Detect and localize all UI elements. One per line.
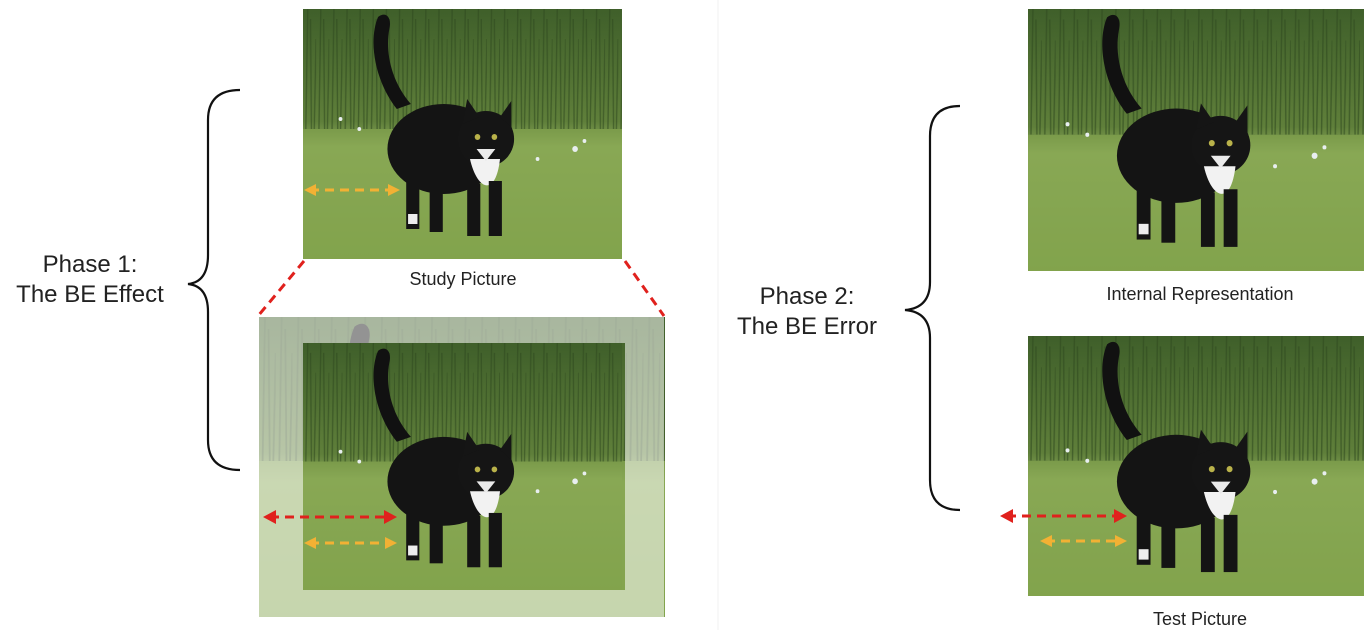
study-yellow-arrow-left-head bbox=[304, 184, 316, 196]
test-picture bbox=[1028, 336, 1364, 596]
phase2-bracket bbox=[904, 104, 961, 512]
test-yellow-arrow-left-head bbox=[1040, 535, 1052, 547]
extended-yellow-arrow-right-head bbox=[385, 537, 397, 549]
extended-red-arrow-left-head bbox=[263, 510, 276, 524]
internal-representation-caption: Internal Representation bbox=[1106, 284, 1294, 304]
test-red-arrow-left-head bbox=[1000, 509, 1013, 523]
phase1-bracket bbox=[187, 88, 241, 472]
phase1-label: Phase 1: The BE Effect bbox=[0, 250, 180, 310]
study-picture-caption: Study Picture bbox=[409, 269, 517, 289]
phase2-line1: Phase 2: bbox=[759, 283, 855, 310]
zoom-line-left bbox=[256, 260, 306, 317]
phase2-line2: The BE Error bbox=[736, 313, 878, 340]
study-picture bbox=[303, 9, 622, 259]
internal-representation-picture bbox=[1028, 9, 1364, 271]
study-yellow-arrow-right-head bbox=[388, 184, 400, 196]
test-yellow-arrow-right-head bbox=[1115, 535, 1127, 547]
extended-red-arrow-right-head bbox=[384, 510, 397, 524]
test-red-arrow-right-head bbox=[1114, 509, 1127, 523]
test-picture-caption: Test Picture bbox=[1152, 609, 1248, 629]
phase2-label: Phase 2: The BE Error bbox=[712, 282, 902, 342]
extended-scene-picture bbox=[259, 317, 665, 618]
phase1-line2: The BE Effect bbox=[16, 281, 164, 308]
zoom-line-right bbox=[623, 260, 666, 317]
extended-yellow-arrow-left-head bbox=[304, 537, 316, 549]
phase1-line1: Phase 1: bbox=[42, 251, 138, 278]
